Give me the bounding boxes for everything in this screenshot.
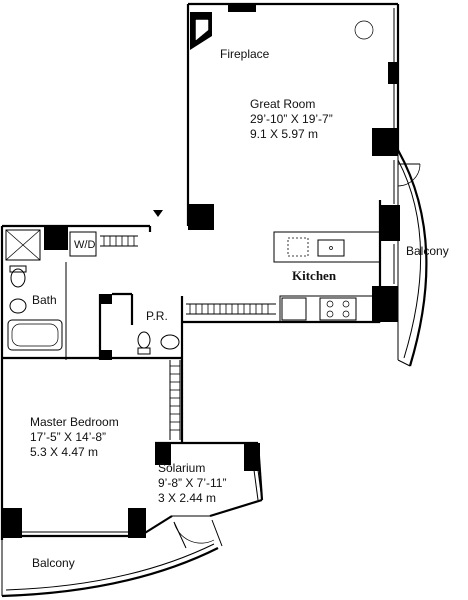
balcony-east-outline <box>393 149 428 367</box>
shower-icon <box>5 229 41 261</box>
powder-room-toilet-icon <box>137 331 151 349</box>
column <box>388 62 398 84</box>
column <box>100 350 112 360</box>
structural-columns <box>2 4 400 538</box>
column <box>155 443 171 465</box>
closet-rails <box>100 235 276 440</box>
column <box>188 204 214 230</box>
master-bedroom-imperial: 17’-5” X 14’-8” <box>30 430 106 444</box>
exterior-walls <box>0 2 400 540</box>
column <box>100 294 112 304</box>
refrigerator-icon <box>281 297 307 321</box>
column <box>128 508 146 538</box>
room-labels: Fireplace Great Room 29’-10” X 19’-7” 9.… <box>30 47 449 570</box>
powder-room-label: P.R. <box>146 309 168 323</box>
balcony-east-label: Balcony <box>406 244 449 258</box>
washer-dryer-label: W/D <box>74 239 95 251</box>
sink-icon <box>317 239 345 257</box>
great-room-imperial: 29’-10” X 19’-7” <box>250 112 333 126</box>
column <box>228 4 256 12</box>
great-room-name: Great Room <box>250 97 315 111</box>
powder-room-sink-icon <box>160 334 180 350</box>
great-room-metric: 9.1 X 5.97 m <box>250 127 318 141</box>
column <box>372 286 398 322</box>
solarium-name: Solarium <box>158 461 205 475</box>
column <box>2 508 22 538</box>
cooktop-icon <box>319 297 357 321</box>
solarium-window <box>253 469 263 501</box>
balcony-door-swing <box>397 163 421 187</box>
column <box>380 205 400 241</box>
kitchen-label: Kitchen <box>292 268 337 283</box>
kitchen-counter <box>279 295 381 323</box>
powder-room-fixtures <box>98 292 182 360</box>
kitchen-island <box>273 231 381 263</box>
master-bedroom-metric: 5.3 X 4.47 m <box>30 445 98 459</box>
bathtub-icon <box>7 319 63 351</box>
balcony-south-label: Balcony <box>32 556 75 570</box>
bath-label: Bath <box>32 293 57 307</box>
column <box>44 226 68 250</box>
solarium-metric: 3 X 2.44 m <box>158 491 216 505</box>
solarium-door-swing <box>172 515 215 549</box>
solarium-imperial: 9’-8” X 7’-11” <box>158 476 226 490</box>
kitchen-fixtures <box>273 231 381 323</box>
fireplace-label: Fireplace <box>220 47 270 61</box>
dishwasher-icon <box>287 237 309 257</box>
round-table-icon <box>354 20 374 40</box>
bath-fixtures <box>2 229 100 360</box>
fireplace-icon <box>190 12 212 50</box>
washer-dryer-icon <box>69 231 97 257</box>
column <box>372 128 398 156</box>
balcony-south-outline <box>1 519 223 598</box>
entry-arrow-icon <box>153 210 163 217</box>
column <box>244 443 260 471</box>
master-bedroom-name: Master Bedroom <box>30 415 119 429</box>
bath-sink-icon <box>9 298 27 314</box>
toilet-icon <box>10 268 26 288</box>
